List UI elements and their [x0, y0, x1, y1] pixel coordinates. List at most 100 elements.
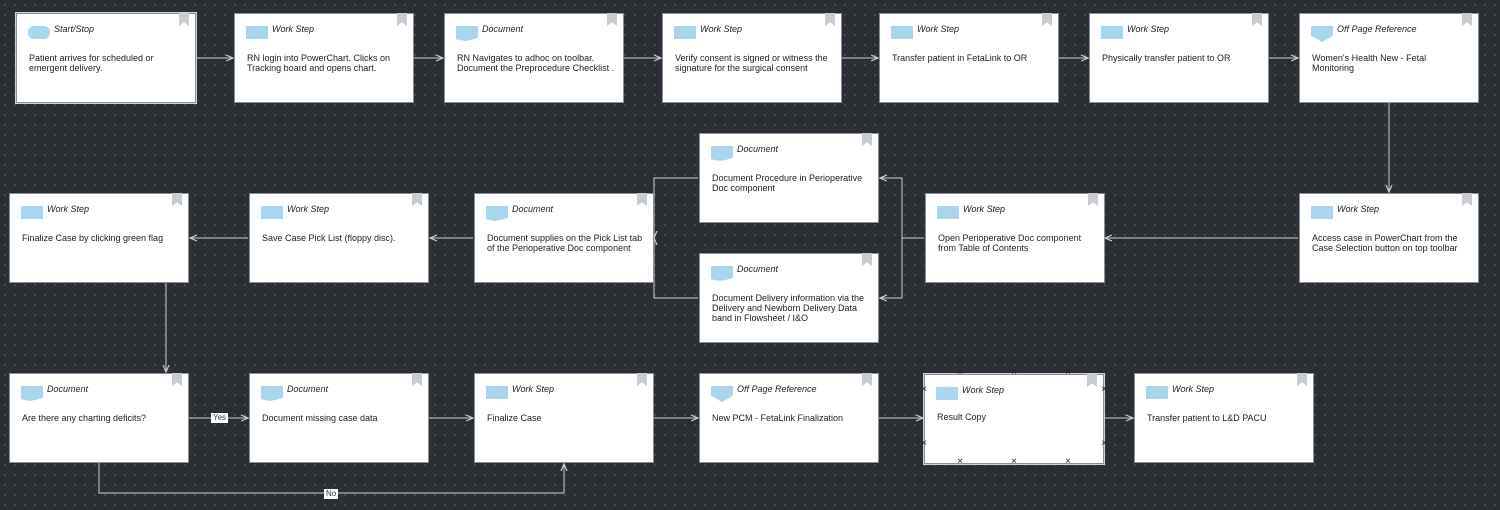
- flow-node-work-step[interactable]: Work Step Transfer patient to L&D PACU: [1134, 373, 1314, 463]
- bookmark-icon[interactable]: [637, 193, 647, 206]
- node-type-label: Start/Stop: [54, 24, 95, 34]
- node-type-label: Document: [482, 24, 524, 34]
- flow-node-work-step[interactable]: Work Step Save Case Pick List (floppy di…: [249, 193, 429, 283]
- flow-node-off-page-reference[interactable]: Off Page Reference New PCM - FetaLink Fi…: [699, 373, 879, 463]
- bookmark-icon[interactable]: [862, 133, 872, 146]
- node-text: New PCM - FetaLink Finalization: [712, 413, 844, 423]
- flow-node-work-step[interactable]: Work Step Transfer patient in FetaLink t…: [879, 13, 1059, 103]
- work-step-shape-icon: [21, 206, 43, 219]
- connector-n11-n12: [654, 238, 698, 299]
- work-step-shape-icon: [486, 386, 508, 399]
- node-text: Finalize Case: [487, 413, 542, 423]
- flow-node-document[interactable]: Document Document Delivery information v…: [699, 253, 879, 343]
- node-type-label: Work Step: [1172, 384, 1215, 394]
- node-type-label: Document: [512, 204, 554, 214]
- off-page-reference-shape-icon: [711, 386, 733, 402]
- flow-node-work-step[interactable]: Work Step RN login into PowerChart. Clic…: [234, 13, 414, 103]
- node-type-label: Document: [47, 384, 89, 394]
- work-step-shape-icon: [261, 206, 283, 219]
- off-page-reference-shape-icon: [1311, 26, 1333, 42]
- node-text: Access case in PowerChart from the Case …: [1312, 233, 1458, 253]
- bookmark-icon[interactable]: [172, 373, 182, 386]
- flow-node-document[interactable]: Document Are there any charting deficits…: [9, 373, 189, 463]
- node-text: Save Case Pick List (floppy disc).: [262, 233, 396, 243]
- resize-handle-icon[interactable]: ×: [1101, 438, 1107, 449]
- flow-node-work-step[interactable]: Work Step Physically transfer patient to…: [1089, 13, 1269, 103]
- flow-node-work-step[interactable]: Work Step Verify consent is signed or wi…: [662, 13, 842, 103]
- bookmark-icon[interactable]: [607, 13, 617, 26]
- flow-node-off-page-reference[interactable]: Off Page Reference Women's Health New - …: [1299, 13, 1479, 103]
- node-type-label: Work Step: [1127, 24, 1170, 34]
- work-step-shape-icon: [1311, 206, 1333, 219]
- bookmark-icon[interactable]: [397, 13, 407, 26]
- flow-node-work-step[interactable]: Work Step Finalize Case: [474, 373, 654, 463]
- resize-handle-icon[interactable]: ×: [1101, 384, 1107, 395]
- work-step-shape-icon: [937, 206, 959, 219]
- node-text: Document missing case data: [262, 413, 378, 423]
- flow-node-work-step[interactable]: Work Step Finalize Case by clicking gree…: [9, 193, 189, 283]
- node-text: Transfer patient to L&D PACU: [1147, 413, 1267, 423]
- connector-n9-n11: [880, 238, 903, 298]
- flow-node-start-stop[interactable]: Start/Stop Patient arrives for scheduled…: [15, 12, 197, 104]
- resize-handle-icon[interactable]: ×: [1011, 456, 1017, 467]
- document-shape-icon: [711, 266, 733, 281]
- flow-node-document[interactable]: Document RN Navigates to adhoc on toolba…: [444, 13, 624, 103]
- flow-node-document[interactable]: Document Document supplies on the Pick L…: [474, 193, 654, 283]
- flow-node-work-step[interactable]: Work Step Access case in PowerChart from…: [1299, 193, 1479, 283]
- resize-handle-icon[interactable]: ×: [1065, 456, 1071, 467]
- resize-handle-icon[interactable]: ×: [1065, 367, 1071, 378]
- bookmark-icon[interactable]: [1042, 13, 1052, 26]
- node-type-label: Document: [287, 384, 329, 394]
- bookmark-icon[interactable]: [412, 373, 422, 386]
- bookmark-icon[interactable]: [825, 13, 835, 26]
- flow-node-work-step[interactable]: Work Step Open Perioperative Doc compone…: [925, 193, 1105, 283]
- work-step-shape-icon: [246, 26, 268, 39]
- flow-node-document[interactable]: Document Document Procedure in Periopera…: [699, 133, 879, 223]
- flow-node-document[interactable]: Document Document missing case data: [249, 373, 429, 463]
- bookmark-icon[interactable]: [1297, 373, 1307, 386]
- work-step-shape-icon: [1146, 386, 1168, 399]
- node-text: Document Procedure in Perioperative Doc …: [712, 173, 863, 193]
- work-step-shape-icon: [674, 26, 696, 39]
- node-text: Are there any charting deficits?: [22, 413, 147, 423]
- resize-handle-icon[interactable]: ×: [921, 384, 927, 395]
- bookmark-icon[interactable]: [172, 193, 182, 206]
- node-type-label: Document: [737, 264, 779, 274]
- bookmark-icon[interactable]: [1087, 374, 1097, 387]
- document-shape-icon: [21, 386, 43, 401]
- resize-handle-icon[interactable]: ×: [1011, 367, 1017, 378]
- bookmark-icon[interactable]: [1088, 193, 1098, 206]
- node-text: Document supplies on the Pick List tab o…: [487, 233, 643, 253]
- bookmark-icon[interactable]: [179, 13, 189, 26]
- connector-n9-n10: [880, 178, 924, 239]
- work-step-shape-icon: [891, 26, 913, 39]
- bookmark-icon[interactable]: [412, 193, 422, 206]
- node-type-label: Work Step: [287, 204, 330, 214]
- node-type-label: Document: [737, 144, 779, 154]
- bookmark-icon[interactable]: [637, 373, 647, 386]
- bookmark-icon[interactable]: [1252, 13, 1262, 26]
- node-text: Document Delivery information via the De…: [712, 293, 865, 323]
- bookmark-icon[interactable]: [1462, 13, 1472, 26]
- bookmark-icon[interactable]: [862, 373, 872, 386]
- bookmark-icon[interactable]: [862, 253, 872, 266]
- document-shape-icon: [486, 206, 508, 221]
- node-type-label: Work Step: [963, 204, 1006, 214]
- node-type-label: Work Step: [1337, 204, 1380, 214]
- node-text: RN Navigates to adhoc on toolbar. Docume…: [457, 53, 615, 73]
- work-step-shape-icon: [1101, 26, 1123, 39]
- resize-handle-icon[interactable]: ×: [921, 438, 927, 449]
- flow-node-work-step-selected[interactable]: Work Step Result Copy: [923, 373, 1105, 465]
- node-type-label: Work Step: [272, 24, 315, 34]
- node-text: Verify consent is signed or witness the …: [675, 53, 828, 73]
- resize-handle-icon[interactable]: ×: [957, 456, 963, 467]
- node-type-label: Work Step: [917, 24, 960, 34]
- resize-handle-icon[interactable]: ×: [957, 367, 963, 378]
- node-text: Patient arrives for scheduled or emergen…: [29, 53, 154, 73]
- connector-n10-n12: [654, 177, 698, 238]
- node-text: RN login into PowerChart. Clicks on Trac…: [247, 53, 391, 73]
- work-step-shape-icon: [936, 387, 958, 400]
- node-type-label: Off Page Reference: [1337, 24, 1417, 34]
- bookmark-icon[interactable]: [1462, 193, 1472, 206]
